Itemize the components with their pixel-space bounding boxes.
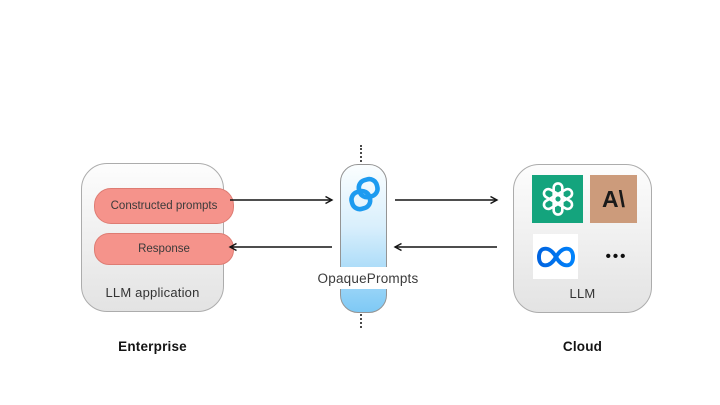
openai-tile xyxy=(532,175,583,223)
dotted-line-bottom xyxy=(360,314,362,328)
opaqueprompts-label: OpaquePrompts xyxy=(317,270,419,286)
cloud-box: A\ ••• LLM xyxy=(513,164,652,313)
enterprise-box: Constructed prompts Response LLM applica… xyxy=(81,163,234,312)
enterprise-group-label: Enterprise xyxy=(118,339,187,354)
ellipsis-glyph: ••• xyxy=(605,248,628,265)
opaqueprompts-label-band: OpaquePrompts xyxy=(308,267,428,289)
openai-logo-icon xyxy=(542,182,573,216)
llm-application-title: LLM application xyxy=(105,285,200,300)
response-label: Response xyxy=(138,242,190,255)
arrow-gateway-to-enterprise xyxy=(228,242,332,252)
cloud-group-label: Cloud xyxy=(562,339,603,354)
meta-logo-icon xyxy=(536,246,575,267)
constructed-prompts-pill: Constructed prompts xyxy=(94,188,234,224)
arrow-gateway-to-cloud xyxy=(395,195,499,205)
ellipsis-icon: ••• xyxy=(594,234,639,279)
anthropic-logo-icon: A\ xyxy=(602,185,625,212)
dotted-line-top xyxy=(360,145,362,162)
anthropic-tile: A\ xyxy=(590,175,637,223)
meta-tile xyxy=(533,234,578,279)
llm-title: LLM xyxy=(569,286,596,301)
arrow-enterprise-to-gateway xyxy=(230,195,334,205)
opaque-interlocked-links-icon xyxy=(349,176,380,212)
constructed-prompts-label: Constructed prompts xyxy=(110,199,218,212)
arrow-cloud-to-gateway xyxy=(393,242,497,252)
